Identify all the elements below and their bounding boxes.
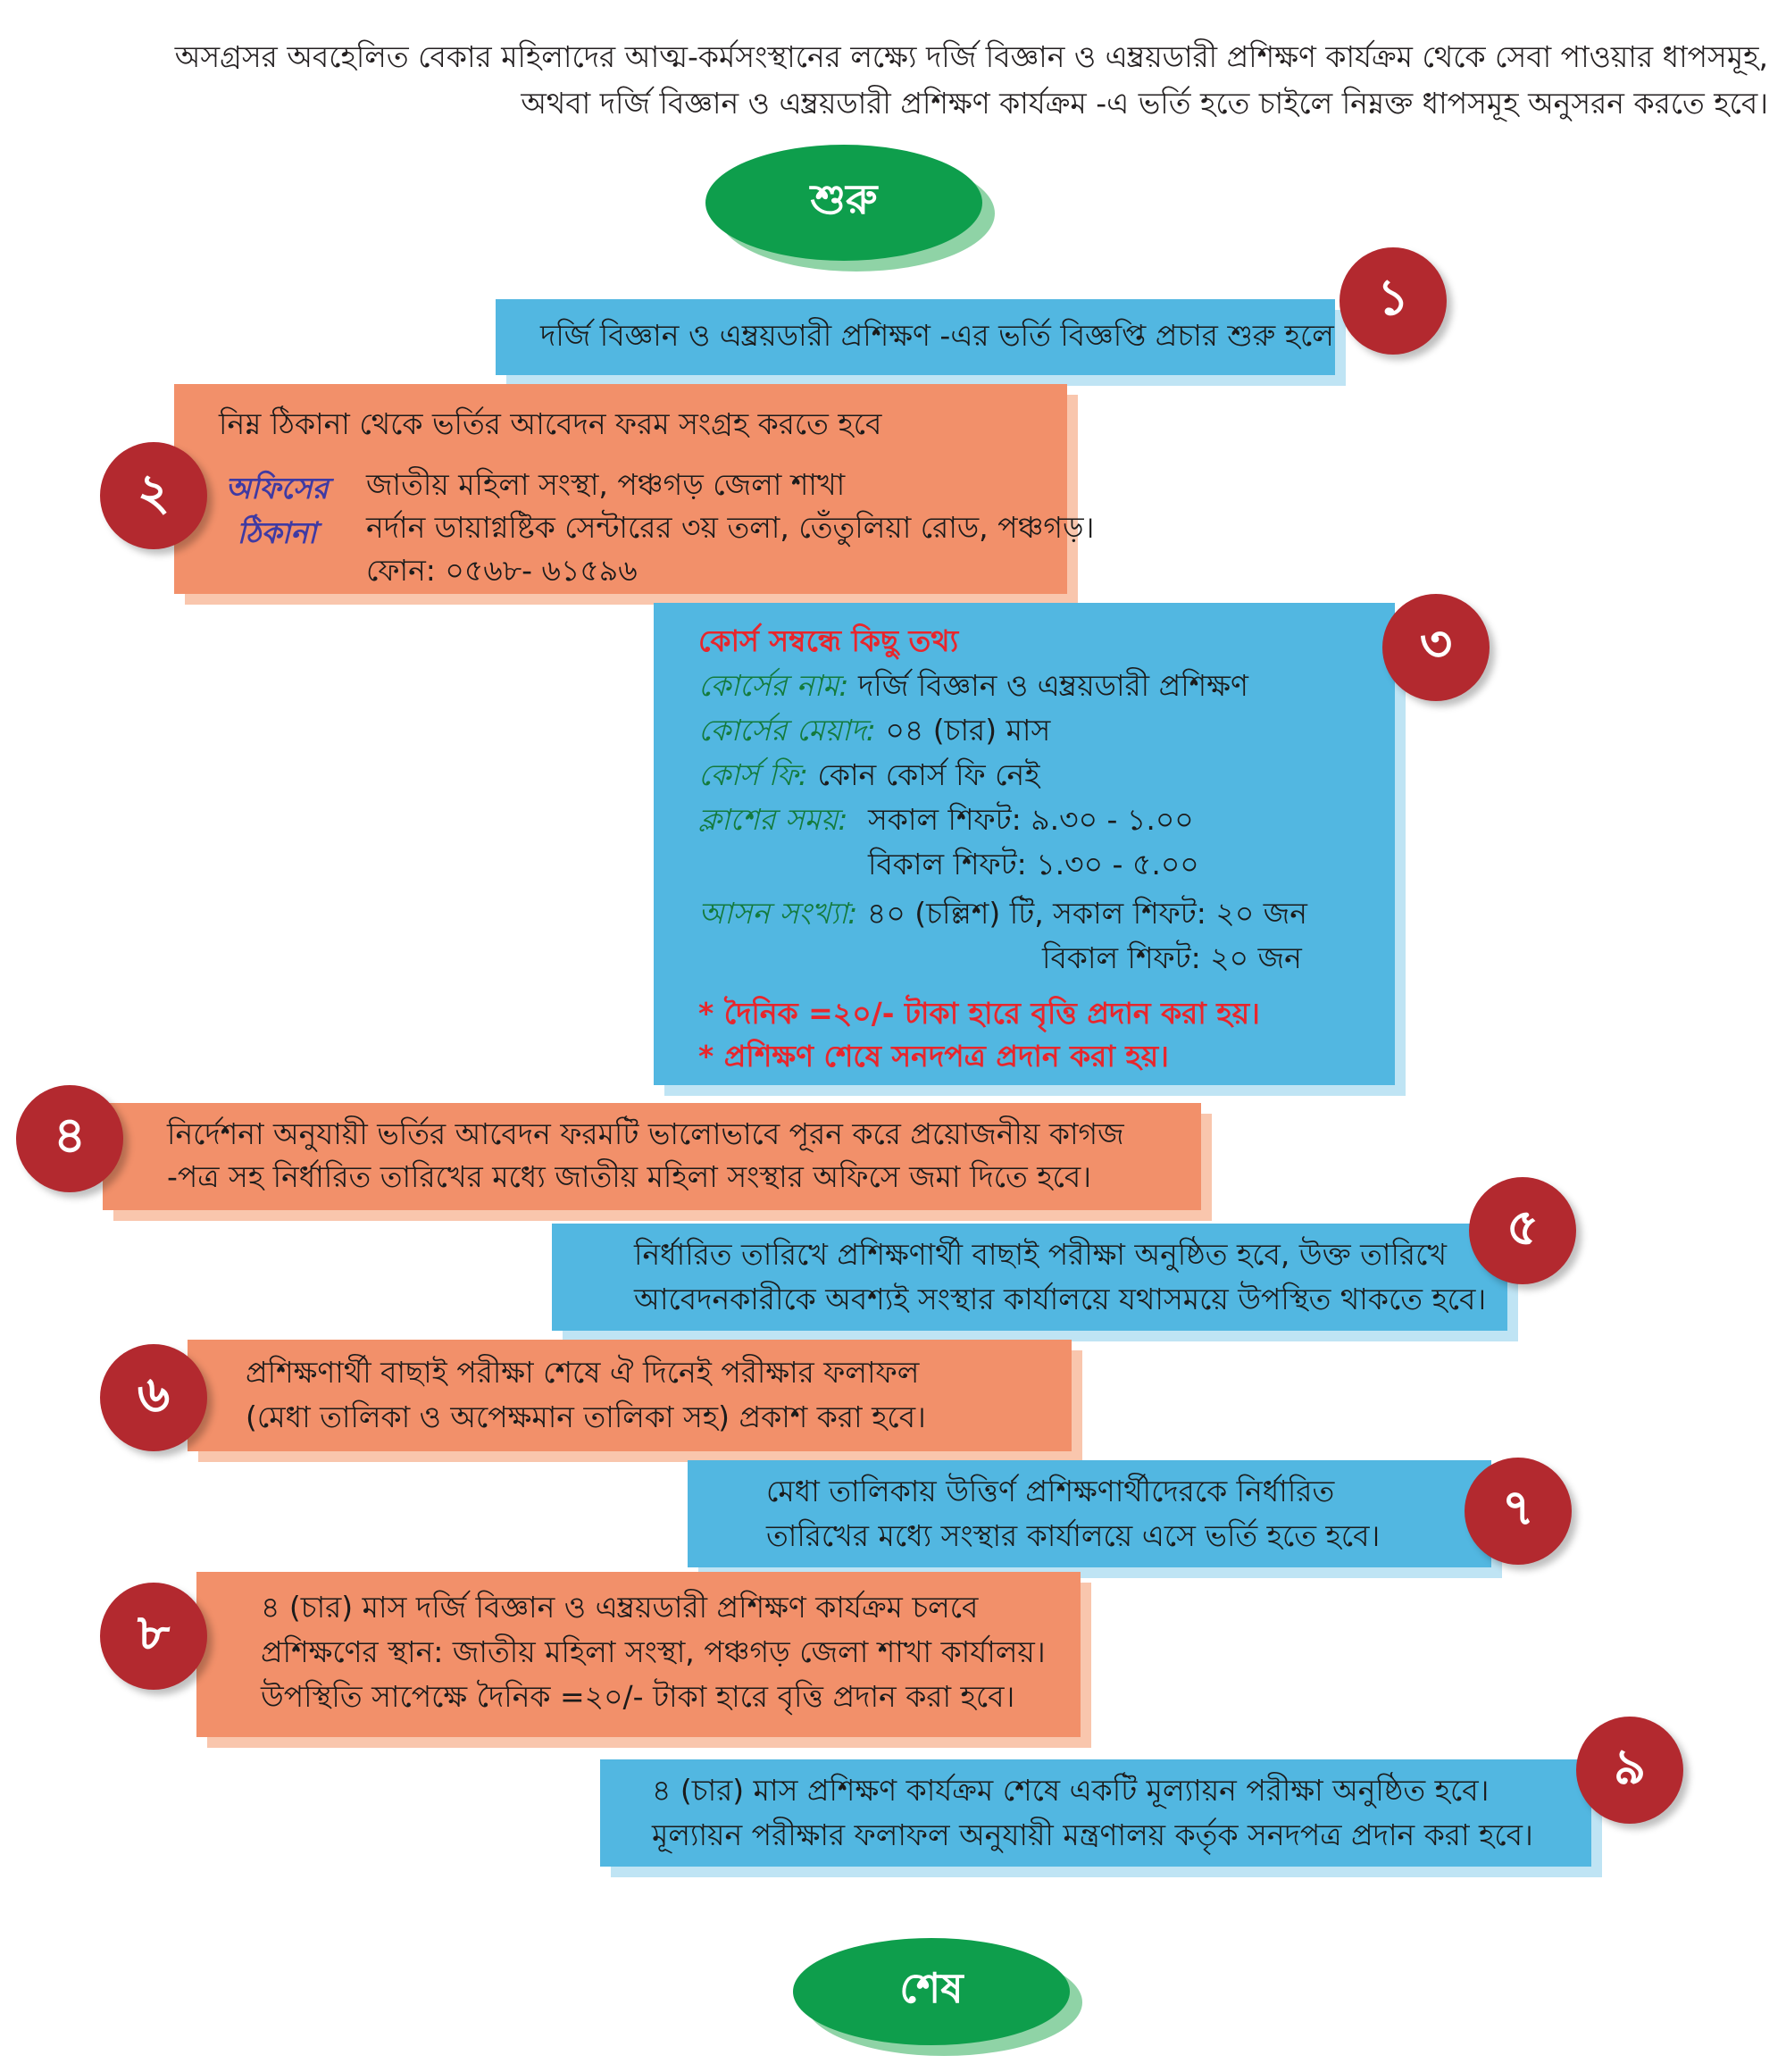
step-9-box: ৪ (চার) মাস প্রশিক্ষণ কার্যক্রম শেষে একট… [600,1759,1591,1867]
course-fee-value: কোন কোর্স ফি নেই [817,757,1040,792]
step-6-badge: ৬ [100,1344,207,1451]
intro-line-1: অসগ্রসর অবহেলিত বেকার মহিলাদের আত্ম-কর্ম… [174,39,1768,74]
morning-shift-time: সকাল শিফট: ৯.৩০ - ১.০০ [868,802,1194,837]
stipend-note: * দৈনিক =২০/- টাকা হারে বৃত্তি প্রদান কর… [698,996,1260,1031]
step-5-line-2: আবেদনকারীকে অবশ্যই সংস্থার কার্যালয়ে যথ… [634,1282,1487,1316]
intro-text: অসগ্রসর অবহেলিত বেকার মহিলাদের আত্ম-কর্ম… [134,34,1768,127]
step-4-line-2: -পত্র সহ নির্ধারিত তারিখের মধ্যে জাতীয় … [167,1159,1092,1194]
step-7-badge: ৭ [1465,1458,1572,1565]
step-4-line-1: নির্দেশনা অনুযায়ী ভর্তির আবেদন ফরমটি ভা… [167,1116,1124,1151]
end-label: শেষ [899,1964,964,2012]
step-9-number: ৯ [1613,1738,1647,1796]
step-1-badge: ১ [1340,247,1447,355]
step-3-badge: ৩ [1382,594,1490,701]
step-8-badge: ৮ [100,1583,207,1690]
afternoon-shift-time: বিকাল শিফট: ১.৩০ - ৫.০০ [868,847,1199,881]
office-label-line-2: ঠিকানা [237,515,317,550]
course-duration-row: কোর্সের মেয়াদ: ০৪ (চার) মাস [698,708,1050,753]
end-oval: শেষ [793,1938,1070,2045]
step-2-heading: নিম্ন ঠিকানা থেকে ভর্তির আবেদন ফরম সংগ্র… [219,406,882,441]
step-8-box: ৪ (চার) মাস দর্জি বিজ্ঞান ও এম্ব্রয়ডারী… [196,1572,1081,1737]
step-4-number: ৪ [53,1107,87,1165]
step-1-box: দর্জি বিজ্ঞান ও এম্ব্রয়ডারী প্রশিক্ষণ -… [496,299,1335,375]
course-name-value: দর্জি বিজ্ঞান ও এম্ব্রয়ডারী প্রশিক্ষণ [857,668,1248,703]
step-1-text: দর্জি বিজ্ঞান ও এম্ব্রয়ডারী প্রশিক্ষণ -… [540,318,1334,353]
course-duration-label: কোর্সের মেয়াদ: [698,713,876,748]
intro-line-2: অথবা দর্জি বিজ্ঞান ও এম্ব্রয়ডারী প্রশিক… [521,86,1768,121]
start-oval: শুরু [705,145,982,261]
seats-label: আসন সংখ্যা: [698,896,858,931]
seats-row: আসন সংখ্যা: ৪০ (চল্লিশ) টি, সকাল শিফট: ২… [698,891,1307,936]
step-4-box: নির্দেশনা অনুযায়ী ভর্তির আবেদন ফরমটি ভা… [103,1103,1201,1210]
step-7-box: মেধা তালিকায় উত্তির্ণ প্রশিক্ষণার্থীদের… [688,1460,1491,1567]
step-8-line-1: ৪ (চার) মাস দর্জি বিজ্ঞান ও এম্ব্রয়ডারী… [261,1590,979,1625]
office-label-line-1: অফিসের [225,471,329,505]
step-8-number: ৮ [137,1604,171,1662]
step-9-line-1: ৪ (চার) মাস প্রশিক্ষণ কার্যক্রম শেষে একট… [652,1773,1490,1808]
step-7-number: ৭ [1501,1479,1535,1537]
step-9-line-2: মূল্যায়ন পরীক্ষার ফলাফল অনুযায়ী মন্ত্র… [652,1817,1533,1852]
certificate-note: * প্রশিক্ষণ শেষে সনদপত্র প্রদান করা হয়। [698,1039,1169,1074]
class-time-row: ক্লাশের সময়: [698,798,848,842]
step-7-line-1: মেধা তালিকায় উত্তির্ণ প্রশিক্ষণার্থীদের… [766,1474,1335,1508]
address-line-2: নর্দান ডায়াগ্নষ্টিক সেন্টারের ৩য় তলা, … [366,510,1095,545]
step-3-number: ৩ [1419,615,1453,673]
step-5-line-1: নির্ধারিত তারিখে প্রশিক্ষণার্থী বাছাই পর… [634,1237,1448,1272]
step-5-number: ৫ [1506,1199,1540,1257]
class-time-label: ক্লাশের সময়: [698,802,848,837]
seats-value: ৪০ (চল্লিশ) টি, সকাল শিফট: ২০ জন [866,896,1308,931]
course-fee-label: কোর্স ফি: [698,757,809,792]
step-6-line-1: প্রশিক্ষণার্থী বাছাই পরীক্ষা শেষে ঐ দিনে… [246,1355,920,1390]
course-info-heading: কোর্স সম্বন্ধে কিছু তথ্য [698,623,959,658]
step-6-box: প্রশিক্ষণার্থী বাছাই পরীক্ষা শেষে ঐ দিনে… [188,1340,1072,1451]
course-name-label: কোর্সের নাম: [698,668,849,703]
start-label: শুরু [810,175,878,223]
step-6-number: ৬ [137,1366,171,1424]
course-duration-value: ০৪ (চার) মাস [885,713,1051,748]
office-address-label: অফিসের ঠিকানা [219,466,335,556]
step-5-box: নির্ধারিত তারিখে প্রশিক্ষণার্থী বাছাই পর… [552,1224,1507,1331]
step-2-badge: ২ [100,442,207,549]
step-5-badge: ৫ [1469,1177,1576,1284]
step-4-badge: ৪ [16,1085,123,1192]
step-2-number: ২ [137,464,171,522]
step-8-line-3: উপস্থিতি সাপেক্ষে দৈনিক =২০/- টাকা হারে … [261,1679,1015,1714]
step-3-box: কোর্স সম্বন্ধে কিছু তথ্য কোর্সের নাম: দর… [654,603,1395,1085]
course-name-row: কোর্সের নাম: দর্জি বিজ্ঞান ও এম্ব্রয়ডার… [698,664,1248,708]
address-phone: ফোন: ০৫৬৮- ৬১৫৯৬ [366,553,638,588]
step-9-badge: ৯ [1576,1717,1683,1824]
step-2-box: নিম্ন ঠিকানা থেকে ভর্তির আবেদন ফরম সংগ্র… [174,384,1094,594]
seats-afternoon: বিকাল শিফট: ২০ জন [1042,940,1302,975]
address-line-1: জাতীয় মহিলা সংস্থা, পঞ্চগড় জেলা শাখা [366,467,846,502]
course-fee-row: কোর্স ফি: কোন কোর্স ফি নেই [698,753,1039,798]
step-8-line-2: প্রশিক্ষণের স্থান: জাতীয় মহিলা সংস্থা, … [261,1634,1046,1669]
step-6-line-2: (মেধা তালিকা ও অপেক্ষমান তালিকা সহ) প্রক… [246,1399,926,1434]
step-7-line-2: তারিখের মধ্যে সংস্থার কার্যালয়ে এসে ভর্… [766,1518,1381,1553]
step-1-number: ১ [1376,269,1410,327]
